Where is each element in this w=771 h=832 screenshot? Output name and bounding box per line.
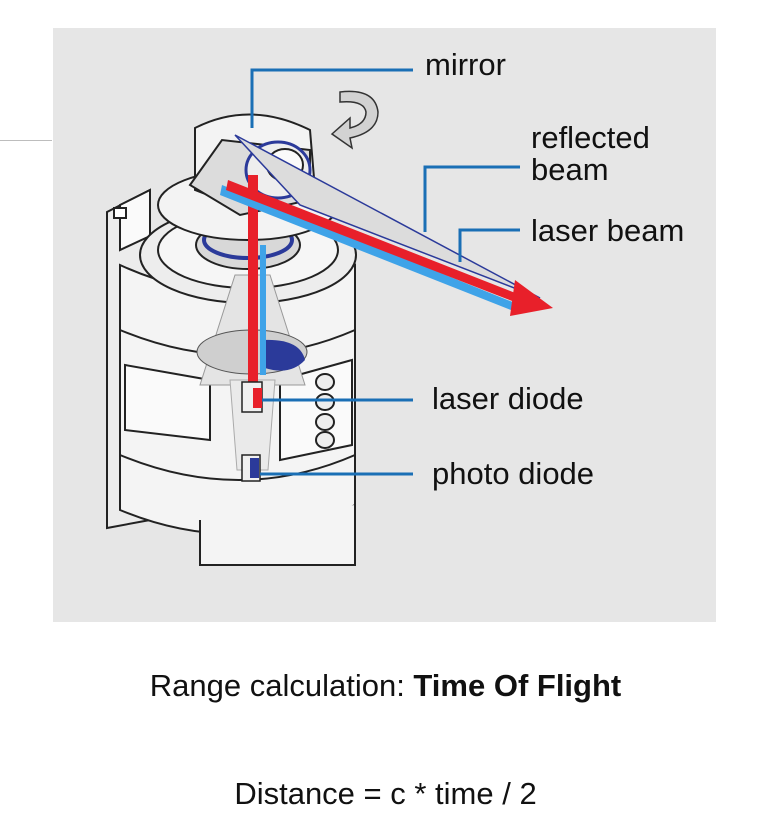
scanner-housing: [106, 188, 356, 566]
leader-lines: [250, 68, 520, 476]
range-caption-method: Time Of Flight: [413, 668, 622, 703]
side-buttons: [315, 373, 335, 449]
photo-diode-component: [241, 454, 261, 482]
divider-line: [0, 140, 52, 141]
photo-diode-label: photo diode: [432, 456, 595, 491]
internal-return-path: [260, 245, 266, 375]
range-calculation-caption: Range calculation: Time Of Flight: [0, 668, 771, 704]
laser-diode-label: laser diode: [432, 381, 584, 416]
reflected-beam-label-line2: beam: [531, 152, 609, 187]
distance-formula: Distance = c * time / 2: [234, 776, 537, 811]
laser-diode-component: [241, 381, 263, 413]
range-caption-prefix: Range calculation:: [149, 668, 414, 703]
reflected-beam-label-line1: reflected: [531, 120, 650, 155]
mirror-label: mirror: [425, 47, 506, 82]
lidar-scanner-diagram: [106, 68, 553, 566]
outgoing-beams: [220, 134, 553, 316]
internal-laser-path: [248, 175, 258, 390]
laser-beam-label: laser beam: [531, 213, 685, 248]
rotation-arrow-icon: [330, 90, 379, 150]
